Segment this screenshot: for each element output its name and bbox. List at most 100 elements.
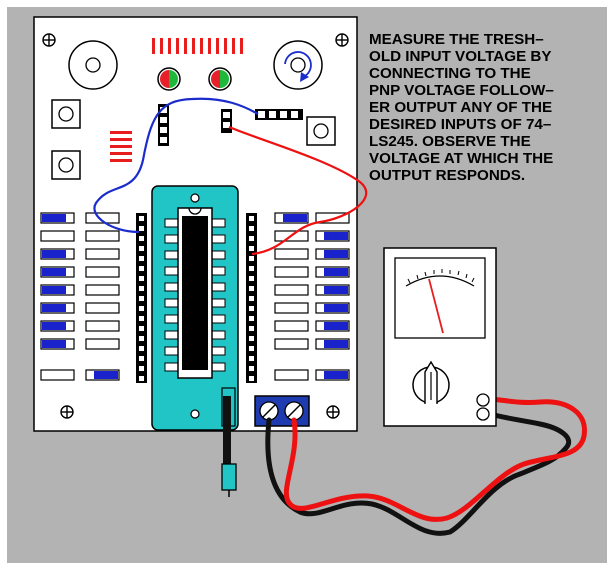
socket-top-hole <box>190 193 200 203</box>
instruction-line: OUTPUT RESPONDS. <box>369 167 525 184</box>
pin-hole <box>249 316 254 321</box>
pin-hole <box>249 326 254 331</box>
instruction-line: LS245. OBSERVE THE <box>369 133 531 150</box>
instruction-line: PNP VOLTAGE FOLLOW– <box>369 82 554 99</box>
pin-hole <box>139 336 144 341</box>
training-board: 74LS245 <box>33 16 358 432</box>
push-button-2[interactable] <box>51 150 81 180</box>
analog-voltmeter <box>383 247 497 427</box>
chip-pin <box>164 234 180 244</box>
screw-terminal-2[interactable] <box>284 401 304 421</box>
bicolor-led-1 <box>157 67 181 91</box>
pin-hole <box>249 216 254 221</box>
chip-label: 74LS245 <box>185 268 200 321</box>
potentiometer-left[interactable] <box>68 40 118 90</box>
pin-hole <box>249 276 254 281</box>
pin-hole <box>139 266 144 271</box>
pin-hole <box>139 306 144 311</box>
pin-hole <box>139 236 144 241</box>
screw-terminal-1[interactable] <box>259 401 279 421</box>
output-led-lit <box>324 286 348 294</box>
pin-hole <box>139 246 144 251</box>
input-switch[interactable] <box>40 369 75 381</box>
pin-hole <box>249 236 254 241</box>
pin-hole <box>249 346 254 351</box>
crosshair-icon <box>42 33 56 47</box>
pin-strip-right <box>246 213 257 383</box>
chip-pin <box>210 346 226 356</box>
switch-lever <box>42 250 66 258</box>
pin-hole <box>249 266 254 271</box>
meter-scale-ticks <box>407 269 475 284</box>
switch-lever <box>42 304 66 312</box>
chip-pin <box>164 330 180 340</box>
header-vertical-left <box>158 104 169 146</box>
ic-chip: 74LS245 <box>177 207 213 379</box>
black-probe <box>221 396 237 497</box>
instruction-line: OLD INPUT VOLTAGE BY <box>369 48 552 65</box>
pin-hole <box>139 216 144 221</box>
instruction-line: MEASURE THE TRESH– <box>369 31 544 48</box>
selector-knob-icon[interactable] <box>412 360 450 404</box>
input-switch[interactable] <box>40 230 75 242</box>
instruction-line: ER OUTPUT ANY OF THE <box>369 99 552 116</box>
pin-hole <box>249 226 254 231</box>
output-led <box>315 212 350 224</box>
switch-lever <box>42 214 66 222</box>
red-test-lead <box>283 396 587 522</box>
chip-pin <box>164 298 180 308</box>
black-test-lead <box>265 411 572 536</box>
chip-pin <box>210 330 226 340</box>
crosshair-icon <box>60 405 74 419</box>
meter-face <box>394 257 486 339</box>
terminal-block <box>254 395 310 427</box>
pin-hole <box>139 226 144 231</box>
potentiometer-right[interactable] <box>273 40 323 90</box>
pin-hole <box>249 336 254 341</box>
pin-hole <box>139 376 144 381</box>
chip-pin <box>210 282 226 292</box>
switch-lever <box>42 340 66 348</box>
output-led-lit <box>324 268 348 276</box>
pin-hole <box>139 356 144 361</box>
probe-tip <box>221 463 237 491</box>
bicolor-led-2 <box>208 67 232 91</box>
meter-scale-arc <box>405 275 475 287</box>
push-button-1[interactable] <box>51 99 81 129</box>
chip-pin <box>164 346 180 356</box>
push-button-3[interactable] <box>306 116 336 146</box>
chip-pin <box>164 282 180 292</box>
header-horizontal <box>255 109 303 120</box>
pin-hole <box>249 366 254 371</box>
pin-strip-left <box>136 213 147 383</box>
output-led-lit <box>324 371 348 379</box>
pin-hole <box>139 326 144 331</box>
rotate-arrow-icon <box>284 51 312 78</box>
left-aux-blue <box>94 371 118 379</box>
chip-pin <box>210 362 226 372</box>
pin-hole <box>249 376 254 381</box>
pin-hole <box>249 356 254 361</box>
chip-pin <box>210 266 226 276</box>
pin-hole <box>249 286 254 291</box>
chip-pin <box>164 218 180 228</box>
pin-hole <box>139 276 144 281</box>
red-segment-lines <box>110 131 132 162</box>
chip-pin <box>210 298 226 308</box>
pin-hole <box>249 246 254 251</box>
output-led-lit <box>324 232 348 240</box>
pin-hole <box>249 256 254 261</box>
pin-hole <box>139 346 144 351</box>
chip-pin <box>164 314 180 324</box>
chip-pin <box>164 266 180 276</box>
instruction-text-block: MEASURE THE TRESH– OLD INPUT VOLTAGE BY … <box>369 31 554 184</box>
chip-pin <box>210 314 226 324</box>
left-switch-column <box>40 212 75 381</box>
header-vertical-right <box>221 109 232 133</box>
switch-lever <box>42 268 66 276</box>
output-led-lit <box>324 340 348 348</box>
chip-pin <box>210 218 226 228</box>
pin-hole <box>139 316 144 321</box>
meter-jacks[interactable] <box>476 393 490 421</box>
